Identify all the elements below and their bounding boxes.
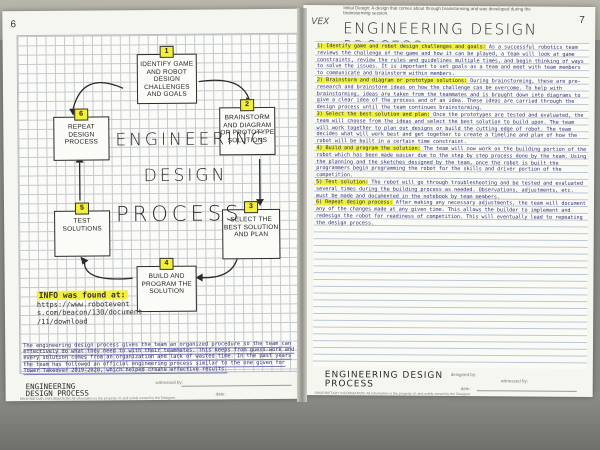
step-number: 3: [243, 201, 259, 214]
section-heading: 3) Select the best solution and plan:: [316, 111, 431, 118]
footer-project-name: ENGINEERING DESIGN PROCESS: [25, 381, 89, 399]
left-notebook-page: 6 1 Identify game and robot design chall…: [2, 8, 302, 402]
section-heading: 5) Test solution:: [316, 179, 369, 186]
info-title: INFO was found at:: [36, 290, 128, 301]
description-paragraph: The engineering design process gives the…: [23, 340, 299, 375]
center-title-line-3: PROCESS: [115, 201, 243, 227]
step-number: 4: [159, 257, 174, 270]
right-notebook-page: Initial Design: A design that comes abou…: [300, 4, 596, 398]
witnessed-by-label: witnessed by:: [500, 378, 529, 384]
info-line: /11/download: [36, 317, 88, 326]
step-label: Identify game and robot design challenge…: [140, 60, 194, 99]
step-number: 6: [74, 108, 89, 121]
date-line: [476, 390, 577, 392]
section-2: 2) Brainstorm and diagram or prototype s…: [317, 77, 587, 113]
step-number: 5: [74, 202, 90, 215]
section-heading: 6) Repeat design process:: [315, 199, 393, 206]
info-line: s.com/beacon/130/document: [36, 308, 143, 318]
step-number: 2: [240, 99, 255, 112]
date-label: date:: [460, 386, 471, 392]
vex-logo: VEX: [311, 17, 330, 28]
section-4: 4) Build and program the solution: The t…: [316, 145, 586, 181]
witnessed-by-label: witnessed by:: [155, 379, 183, 385]
sections-text: 1) Identify game and robot design challe…: [316, 43, 587, 228]
designed-by-label: designed by:: [450, 372, 477, 378]
section-heading: 4) Build and program the solution:: [316, 145, 421, 152]
paragraph-text: The engineering design process gives the…: [23, 340, 295, 375]
step-1-box: 1 Identify game and robot design challen…: [136, 45, 198, 105]
section-3: 3) Select the best solution and plan: On…: [316, 111, 586, 147]
header-note: Initial Design: A design that comes abou…: [343, 5, 531, 16]
date-label: date:: [215, 391, 226, 397]
book-spine: [297, 8, 307, 402]
info-line: https://www.robotevent: [36, 299, 130, 309]
step-label: Repeat design process: [64, 123, 99, 146]
witnessed-by-line: [181, 384, 292, 387]
footer-project-name: ENGINEERING DESIGN PROCESS: [324, 370, 444, 390]
section-6: 6) Repeat design process: After making a…: [316, 199, 586, 228]
step-4-box: 4 Build and program the solution: [136, 257, 197, 313]
step-label: Build and program the solution: [141, 272, 192, 296]
step-6-box: 6 Repeat design process: [53, 108, 110, 161]
info-source: INFO was found at: https://www.roboteven…: [36, 290, 142, 326]
center-title-line-1: ENGINEERING: [115, 128, 268, 151]
section-5: 5) Test solution: The robot will go thro…: [316, 179, 586, 201]
center-title-line-2: DESIGN: [143, 165, 228, 187]
step-5-box: 5 Test solutions: [54, 202, 111, 257]
step-number: 1: [159, 45, 174, 58]
section-1: 1) Identify game and robot design challe…: [317, 43, 587, 79]
